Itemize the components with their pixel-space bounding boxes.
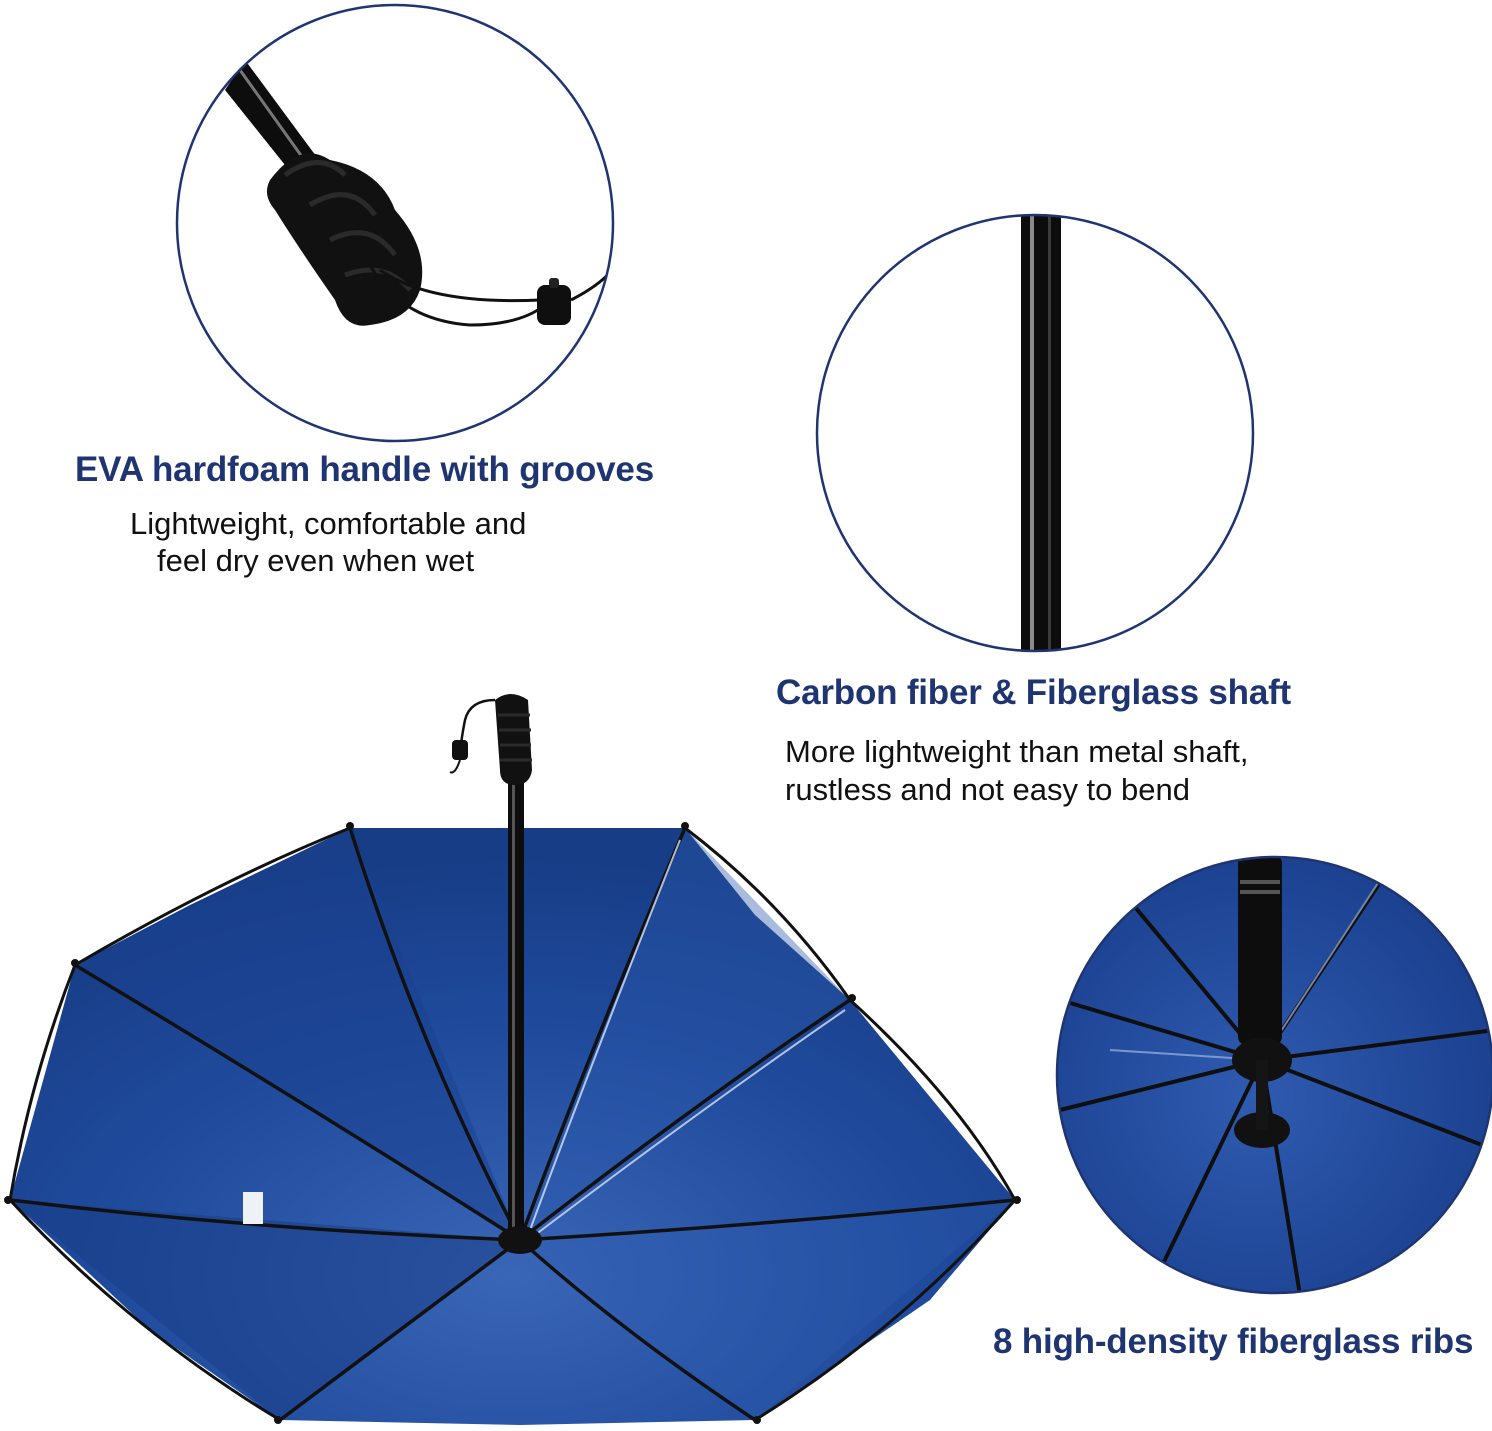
umbrella-image <box>4 694 1021 1425</box>
shaft-closeup-circle <box>815 213 1255 653</box>
handle-closeup-circle <box>175 3 615 443</box>
handle-feature-line-1: Lightweight, comfortable and <box>130 506 527 541</box>
ribs-closeup-circle <box>1055 855 1492 1295</box>
ribs-feature-title: 8 high-density fiberglass ribs <box>993 1322 1474 1361</box>
handle-feature-title: EVA hardfoam handle with grooves <box>75 450 654 489</box>
shaft-feature-line-2: rustless and not easy to bend <box>785 772 1190 807</box>
handle-feature-line-2: feel dry even when wet <box>157 543 475 578</box>
shaft-feature-line-1: More lightweight than metal shaft, <box>785 734 1249 769</box>
shaft-feature-title: Carbon fiber & Fiberglass shaft <box>776 673 1292 712</box>
